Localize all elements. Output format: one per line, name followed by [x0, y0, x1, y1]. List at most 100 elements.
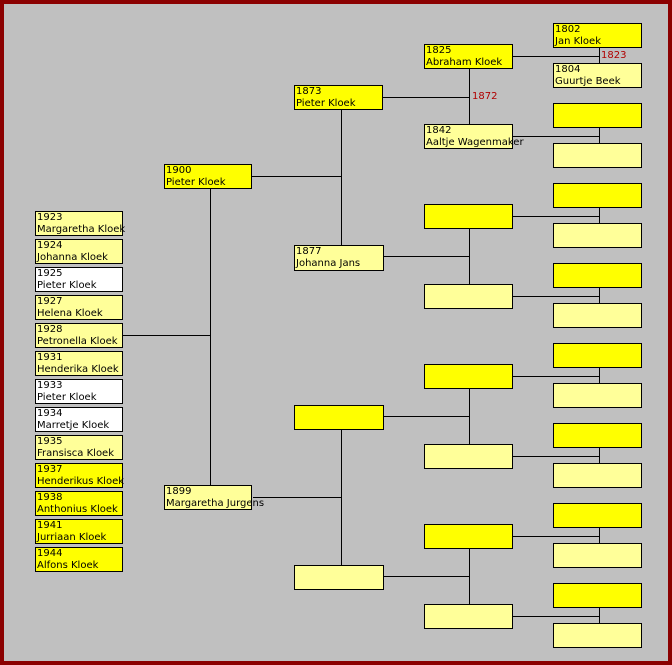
- child-name: Helena Kloek: [37, 308, 103, 319]
- empty-ancestor-box[interactable]: [553, 503, 642, 528]
- person-year: 1877: [296, 246, 322, 257]
- person-year: 1899: [166, 486, 192, 497]
- connector-line: [253, 497, 341, 498]
- connector-line: [469, 69, 470, 124]
- marriage-year-label: 1823: [601, 50, 627, 61]
- empty-ancestor-box[interactable]: [553, 423, 642, 448]
- empty-ancestor-box[interactable]: [424, 524, 513, 549]
- connector-line: [341, 110, 342, 246]
- connector-line: [469, 549, 470, 605]
- child-year: 1925: [37, 268, 63, 279]
- connector-line: [599, 448, 600, 464]
- empty-ancestor-box[interactable]: [553, 183, 642, 208]
- child-year: 1941: [37, 520, 63, 531]
- connector-line: [599, 608, 600, 624]
- child-name: Petronella Kloek: [37, 336, 118, 347]
- empty-ancestor-box[interactable]: [294, 405, 384, 430]
- connector-line: [383, 416, 470, 417]
- child-name: Pieter Kloek: [37, 280, 97, 291]
- person-name: Johanna Jans: [296, 258, 361, 269]
- connector-line: [599, 208, 600, 224]
- connector-line: [599, 128, 600, 144]
- empty-ancestor-box[interactable]: [553, 303, 642, 328]
- connector-line: [512, 456, 600, 457]
- empty-ancestor-box[interactable]: [553, 583, 642, 608]
- person-name: Guurtje Beek: [555, 76, 621, 87]
- empty-ancestor-box[interactable]: [553, 103, 642, 128]
- child-name: Henderikus Kloek: [37, 476, 125, 487]
- person-name: Abraham Kloek: [426, 57, 503, 68]
- child-name: Margaretha Kloek: [37, 224, 126, 235]
- connector-line: [210, 189, 211, 486]
- child-year: 1937: [37, 464, 63, 475]
- person-name: Pieter Kloek: [296, 98, 356, 109]
- person-year: 1804: [555, 64, 581, 75]
- empty-ancestor-box[interactable]: [424, 284, 513, 309]
- empty-ancestor-box[interactable]: [553, 463, 642, 488]
- empty-ancestor-box[interactable]: [424, 444, 513, 469]
- child-year: 1935: [37, 436, 63, 447]
- child-year: 1933: [37, 380, 63, 391]
- empty-ancestor-box[interactable]: [553, 223, 642, 248]
- connector-line: [512, 136, 600, 137]
- child-year: 1944: [37, 548, 63, 559]
- connector-line: [512, 536, 600, 537]
- connector-line: [251, 176, 341, 177]
- person-name: Jan Kloek: [555, 36, 601, 47]
- empty-ancestor-box[interactable]: [553, 263, 642, 288]
- connector-line: [599, 368, 600, 384]
- person-year: 1842: [426, 125, 452, 136]
- connector-line: [383, 256, 470, 257]
- child-name: Jurriaan Kloek: [37, 532, 107, 543]
- person-year: 1825: [426, 45, 452, 56]
- empty-ancestor-box[interactable]: [424, 364, 513, 389]
- child-year: 1927: [37, 296, 63, 307]
- connector-line: [512, 56, 600, 57]
- empty-ancestor-box[interactable]: [294, 565, 384, 590]
- child-name: Henderika Kloek: [37, 364, 119, 375]
- connector-line: [469, 389, 470, 445]
- connector-line: [469, 229, 470, 285]
- empty-ancestor-box[interactable]: [553, 383, 642, 408]
- child-year: 1923: [37, 212, 63, 223]
- person-name: Pieter Kloek: [166, 177, 226, 188]
- empty-ancestor-box[interactable]: [553, 143, 642, 168]
- empty-ancestor-box[interactable]: [424, 204, 513, 229]
- child-name: Alfons Kloek: [37, 560, 99, 571]
- empty-ancestor-box[interactable]: [424, 604, 513, 629]
- empty-ancestor-box[interactable]: [553, 543, 642, 568]
- marriage-year-label: 1872: [472, 91, 498, 102]
- child-year: 1924: [37, 240, 63, 251]
- empty-ancestor-box[interactable]: [553, 623, 642, 648]
- connector-line: [599, 288, 600, 304]
- person-year: 1802: [555, 24, 581, 35]
- empty-ancestor-box[interactable]: [553, 343, 642, 368]
- connector-line: [341, 429, 342, 566]
- connector-line: [599, 528, 600, 544]
- connector-line: [512, 376, 600, 377]
- connector-line: [512, 296, 600, 297]
- child-name: Anthonius Kloek: [37, 504, 118, 515]
